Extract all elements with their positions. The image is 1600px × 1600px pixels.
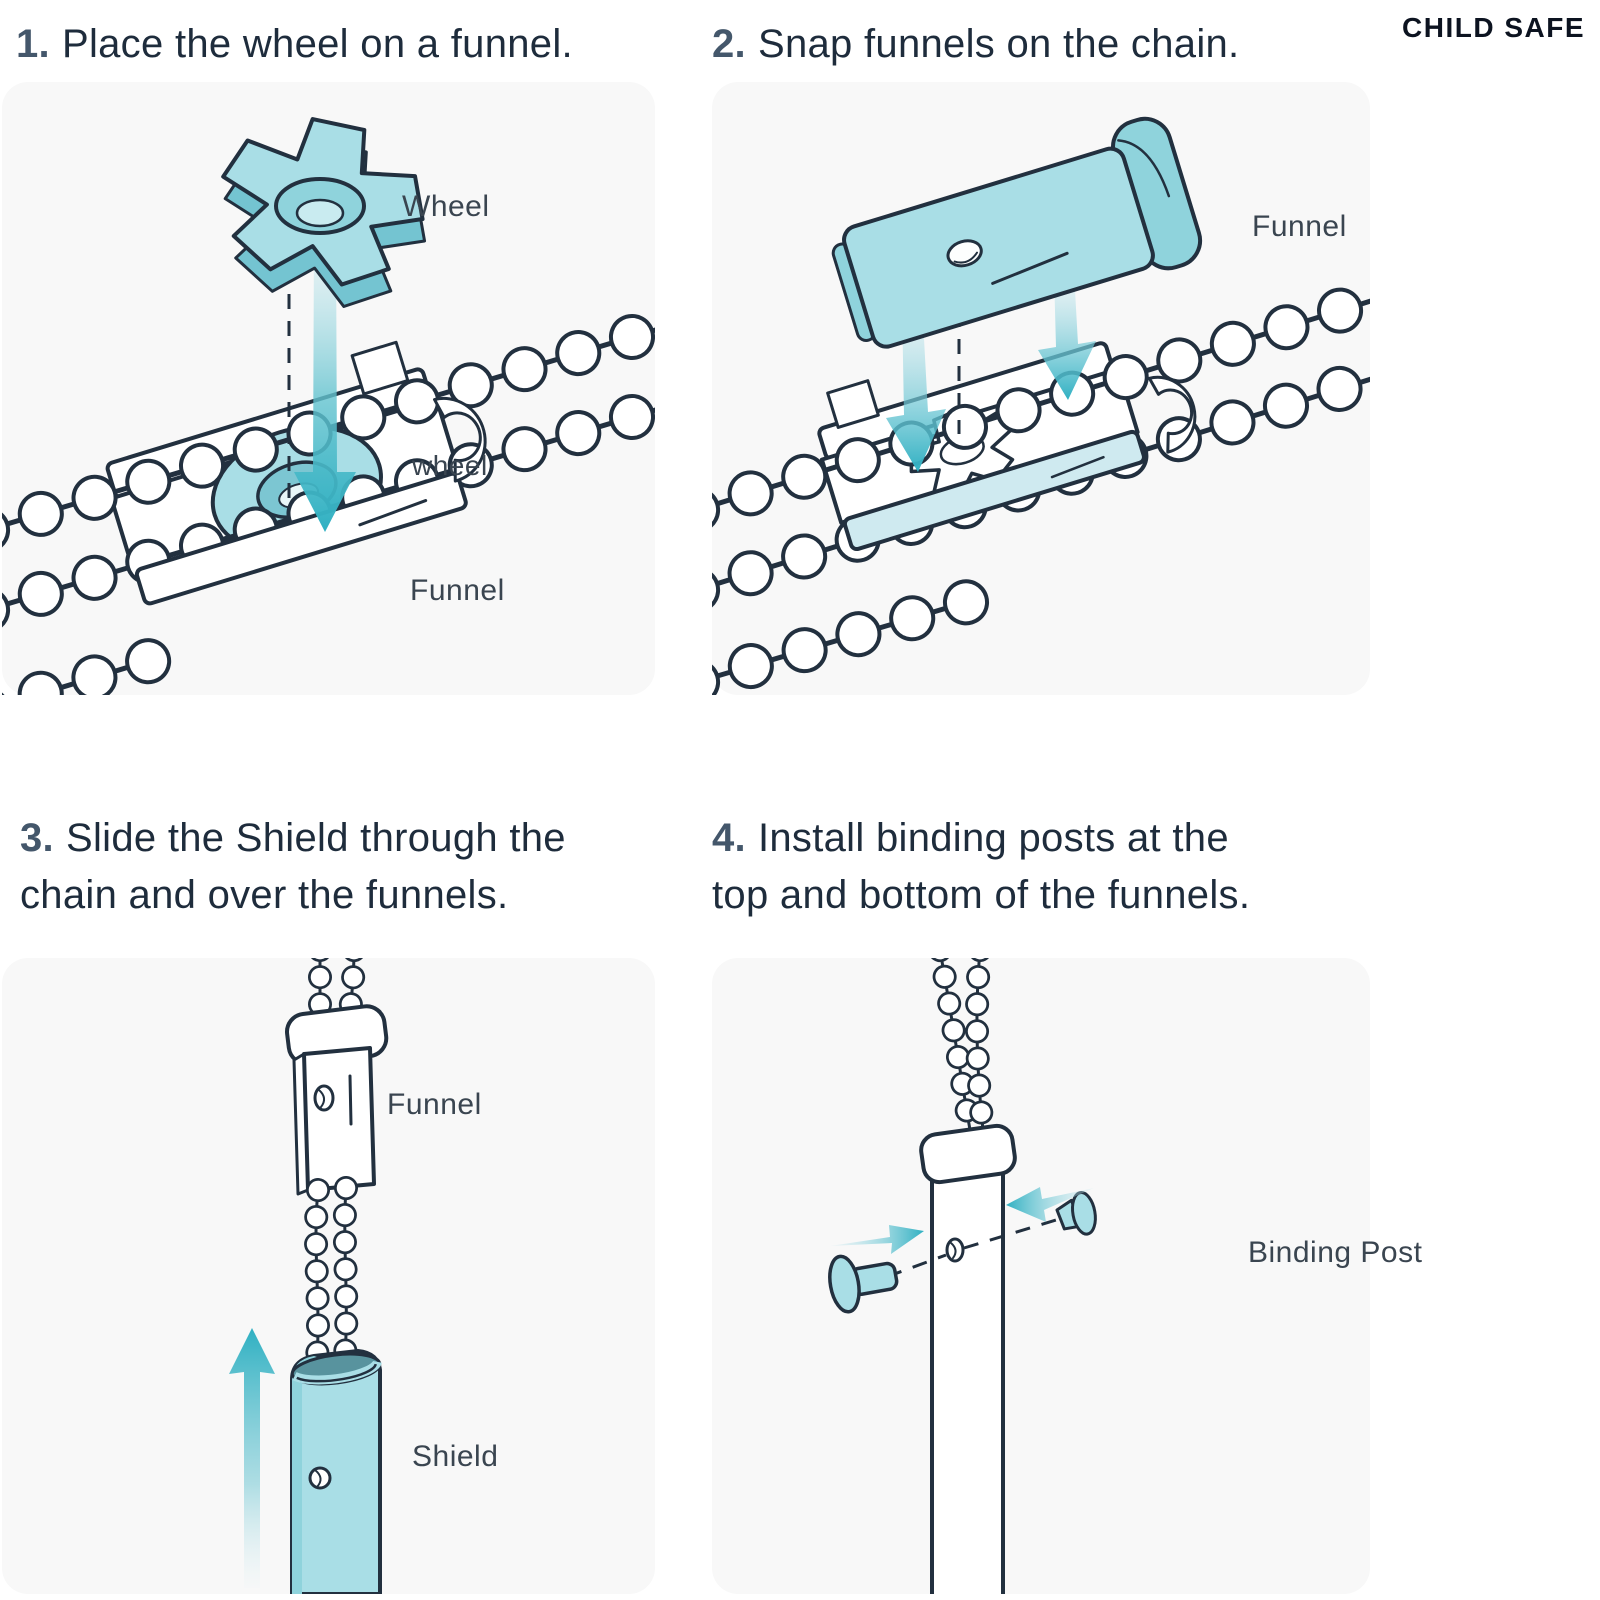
step-4-title: 4.Install binding posts at the top and b… xyxy=(712,810,1392,924)
seated-wheel-label: wheel xyxy=(412,450,488,481)
wheel-label: Wheel xyxy=(402,190,490,223)
shield-label: Shield xyxy=(412,1440,499,1473)
bead-chain xyxy=(712,277,1370,695)
wheel-gear-illustration xyxy=(206,103,440,320)
step-4-text: Install binding posts at the top and bot… xyxy=(712,816,1251,917)
funnel-illustration xyxy=(285,1004,389,1196)
step-2-title: 2.Snap funnels on the chain. xyxy=(712,16,1239,73)
bead-chain-top xyxy=(929,958,995,1142)
step-3-number: 3. xyxy=(20,816,54,860)
funnel-hook xyxy=(1147,375,1197,454)
funnel-label: Funnel xyxy=(387,1088,482,1121)
step-4-number: 4. xyxy=(712,816,746,860)
bead-chain-middle xyxy=(304,1176,359,1384)
funnel-illustration xyxy=(831,116,1203,349)
push-arrow-left xyxy=(830,1225,924,1254)
step-1-title: 1.Place the wheel on a funnel. xyxy=(16,16,573,73)
step-2-number: 2. xyxy=(712,22,746,66)
shield-tube xyxy=(919,1123,1017,1594)
funnel-snap-illustration xyxy=(712,116,1370,695)
binding-post-illustration xyxy=(828,958,1097,1594)
down-arrow-right xyxy=(1038,272,1096,400)
funnel-label: Funnel xyxy=(1252,210,1347,243)
step-3-text: Slide the Shield through the chain and o… xyxy=(20,816,566,917)
step-1-number: 1. xyxy=(16,22,50,66)
step-2-text: Snap funnels on the chain. xyxy=(757,22,1240,66)
wheel-on-funnel-illustration xyxy=(2,82,655,695)
step-3-title: 3.Slide the Shield through the chain and… xyxy=(20,810,700,924)
panel-step-4: Binding Post xyxy=(712,958,1422,1594)
down-arrow-left xyxy=(886,302,946,472)
panel-step-1: Wheel wheel Funnel xyxy=(2,82,655,695)
funnel-label: Funnel xyxy=(410,574,505,607)
down-arrow xyxy=(294,230,356,532)
funnel-trough-front xyxy=(134,396,487,606)
binding-post-left xyxy=(828,1254,899,1314)
bead-chain-top xyxy=(308,958,366,1024)
panel-step-2: Funnel xyxy=(712,82,1370,695)
panel-step-3: Funnel Shield xyxy=(2,958,655,1594)
child-safe-badge: CHILD SAFE xyxy=(1402,12,1585,43)
binding-post-label: Binding Post xyxy=(1248,1236,1423,1269)
funnel-hook xyxy=(433,396,487,483)
funnel-trough-front xyxy=(842,375,1197,552)
shield-slide-illustration xyxy=(229,958,389,1594)
binding-post-right xyxy=(1055,1191,1097,1236)
shield-illustration xyxy=(290,1349,382,1594)
up-arrow xyxy=(229,1328,275,1588)
push-arrow-right xyxy=(1006,1187,1094,1222)
step-1-text: Place the wheel on a funnel. xyxy=(61,22,573,66)
